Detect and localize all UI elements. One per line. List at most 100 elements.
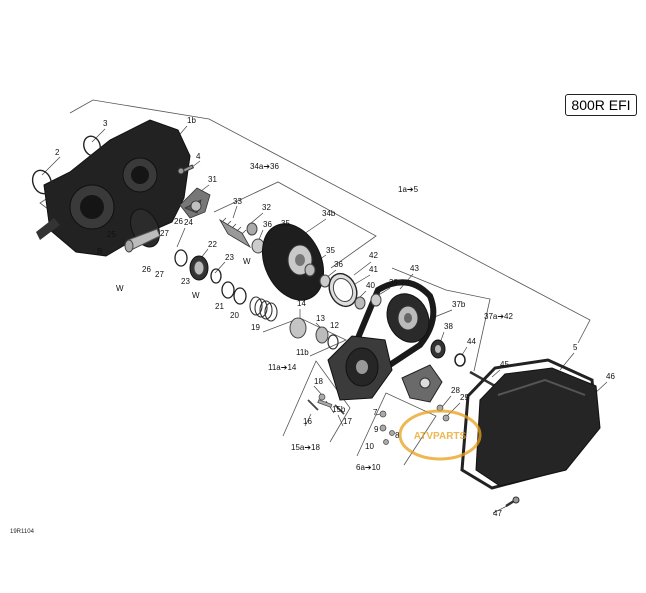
bushing-14 [289, 317, 307, 339]
part-label-p57: 10 [365, 442, 374, 451]
part-label-p34: 37b [452, 300, 466, 309]
part-label-p38: 37a➔42 [484, 312, 514, 321]
bearing-38 [430, 339, 446, 359]
o-ring-3 [83, 135, 101, 157]
screw-47 [505, 496, 520, 508]
part-label-p35: 20 [230, 311, 239, 320]
part-label-p45: 45 [500, 360, 509, 369]
part-label-p25: 36 [334, 260, 343, 269]
watermark-text: ATVPARTS [414, 431, 467, 442]
screw-4 [177, 164, 195, 175]
washer-44 [454, 353, 466, 367]
part-label-p3: 3 [103, 119, 108, 128]
ring-12 [327, 334, 339, 350]
part-label-p60: 47 [493, 509, 502, 518]
driven-pulley-37b [386, 293, 430, 343]
part-label-p22: W [243, 257, 251, 266]
small-hardware [307, 393, 450, 445]
spring-33 [218, 217, 252, 249]
part-label-p19: 26 [142, 265, 151, 274]
part-label-p33: 39 [389, 278, 398, 287]
part-label-p52: 7 [373, 408, 378, 417]
part-label-p39: 19 [251, 323, 260, 332]
part-label-p11: 24 [184, 218, 193, 227]
bearing-22 [189, 255, 209, 281]
outline-37 [391, 267, 491, 372]
part-label-p2: 2 [55, 148, 60, 157]
ring-40 [354, 296, 366, 310]
bushing-36b [319, 274, 331, 288]
part-label-p53: 16 [303, 417, 312, 426]
part-label-p26: 41 [369, 265, 378, 274]
part-label-p15: 25 [107, 230, 116, 239]
part-label-p5: 31 [208, 175, 217, 184]
part-label-p13: 36 [263, 220, 272, 229]
part-label-p20: 27 [155, 270, 164, 279]
bushing-35b [304, 263, 316, 277]
part-label-p49: 28 [451, 386, 460, 395]
ring-23a [210, 268, 222, 284]
part-label-p31: 21 [215, 302, 224, 311]
ring-24 [174, 249, 188, 267]
reference-code: 19R1104 [10, 529, 34, 535]
part-label-p14: 35 [281, 219, 290, 228]
outline-15 [282, 360, 351, 443]
part-label-p18: 22 [208, 240, 217, 249]
part-label-p30: W [192, 291, 200, 300]
part-label-p27: 43 [410, 264, 419, 273]
part-label-p17: B [97, 247, 102, 256]
part-label-p58: 15a➔18 [291, 443, 321, 452]
outline-6 [356, 392, 437, 466]
part-label-p59: 6a➔10 [356, 463, 381, 472]
part-label-p44: 11b [296, 348, 309, 357]
part-label-p50: 29 [460, 393, 469, 402]
model-badge: 800R EFI [565, 94, 637, 116]
part-label-p37: 13 [316, 314, 325, 323]
drive-pulley-11b [327, 335, 393, 401]
outline-1b [69, 99, 591, 344]
part-label-p10: 34b [322, 209, 336, 218]
outline-34 [213, 181, 377, 269]
cover-46 [475, 367, 601, 487]
part-label-p41: 38 [444, 322, 453, 331]
part-label-p12: 26 [174, 217, 183, 226]
arm-6 [401, 364, 443, 403]
part-label-p47: 46 [606, 372, 615, 381]
bushing-32 [246, 222, 258, 236]
part-label-p24: 35 [326, 246, 335, 255]
part-label-p43: 5 [573, 343, 578, 352]
part-label-p28: 23 [181, 277, 190, 286]
spring-19 [249, 296, 278, 322]
part-label-p48: 18 [314, 377, 323, 386]
ring-20 [233, 287, 247, 305]
part-label-p23: 42 [369, 251, 378, 260]
part-label-p46: 11a➔14 [268, 363, 297, 372]
part-label-p4: 4 [196, 152, 201, 161]
part-label-p40: 12 [330, 321, 339, 330]
part-label-p54: 17 [343, 417, 352, 426]
part-label-p16: 27 [160, 229, 169, 238]
ring-39 [370, 293, 382, 307]
cam-41 [328, 272, 358, 308]
ring-21 [221, 281, 235, 299]
o-ring-2 [31, 169, 53, 195]
part-label-p29: W [116, 284, 124, 293]
part-label-p6: 34a➔36 [250, 162, 280, 171]
part-label-p21: 23 [225, 253, 234, 262]
watermark-logo: ATVPARTS [398, 409, 482, 461]
part-label-p7: 1a➔5 [398, 185, 419, 194]
part-label-p51: 15b [332, 405, 346, 414]
part-label-p56: 8 [395, 431, 400, 440]
part-label-p36: 14 [297, 299, 306, 308]
fan-31 [179, 187, 211, 219]
part-label-p9: 32 [262, 203, 271, 212]
part-label-p32: 40 [366, 281, 375, 290]
shaft-assembly [124, 208, 161, 253]
part-label-p55: 9 [374, 425, 379, 434]
part-label-p42: 44 [467, 337, 476, 346]
bushing-13 [315, 326, 329, 344]
part-label-p8: 33 [233, 197, 242, 206]
part-label-p1: 1b [187, 116, 196, 125]
